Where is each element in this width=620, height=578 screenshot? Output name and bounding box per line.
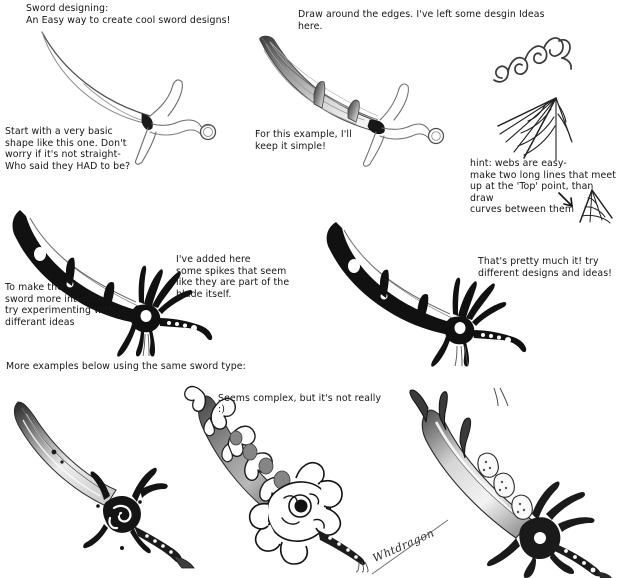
signature-underline xyxy=(370,516,460,576)
complex-note: Seems complex, but it's not really xyxy=(218,393,382,404)
step-2-caption: For this example, I'll keep it simple! xyxy=(255,129,352,152)
sword-4-finished-inked xyxy=(318,216,533,367)
step-4-note: That's pretty much it! try different des… xyxy=(478,256,613,279)
step-3-spikes-note: I've added here some spikes that seem li… xyxy=(176,254,290,300)
sword-1-basic-outline xyxy=(32,28,232,168)
smiley-face: :) xyxy=(218,404,226,415)
example-sword-bone-claw xyxy=(398,387,613,578)
sword-2-shaded-edges xyxy=(252,32,452,167)
sword-3-spiked-inked xyxy=(8,206,218,357)
example-sword-flame-dragon xyxy=(150,382,380,573)
step-1-caption: Start with a very basic shape like this … xyxy=(5,126,131,172)
tutorial-heading: Sword designing: An Easy way to create c… xyxy=(26,3,231,26)
swirl-doodle xyxy=(488,28,578,90)
spiderweb-hint: hint: webs are easy- make two long lines… xyxy=(470,158,617,216)
examples-heading: More examples below using the same sword… xyxy=(6,361,246,372)
spiderweb-doodle-small xyxy=(578,188,618,228)
example-sword-ornate-hilt xyxy=(10,390,205,570)
step-2-heading: Draw around the edges. I've left some de… xyxy=(298,9,545,32)
step-3-caption: To make the sword more intersting, try e… xyxy=(5,282,115,328)
pointer-arrow xyxy=(556,190,582,214)
spiderweb-doodle xyxy=(494,92,578,164)
